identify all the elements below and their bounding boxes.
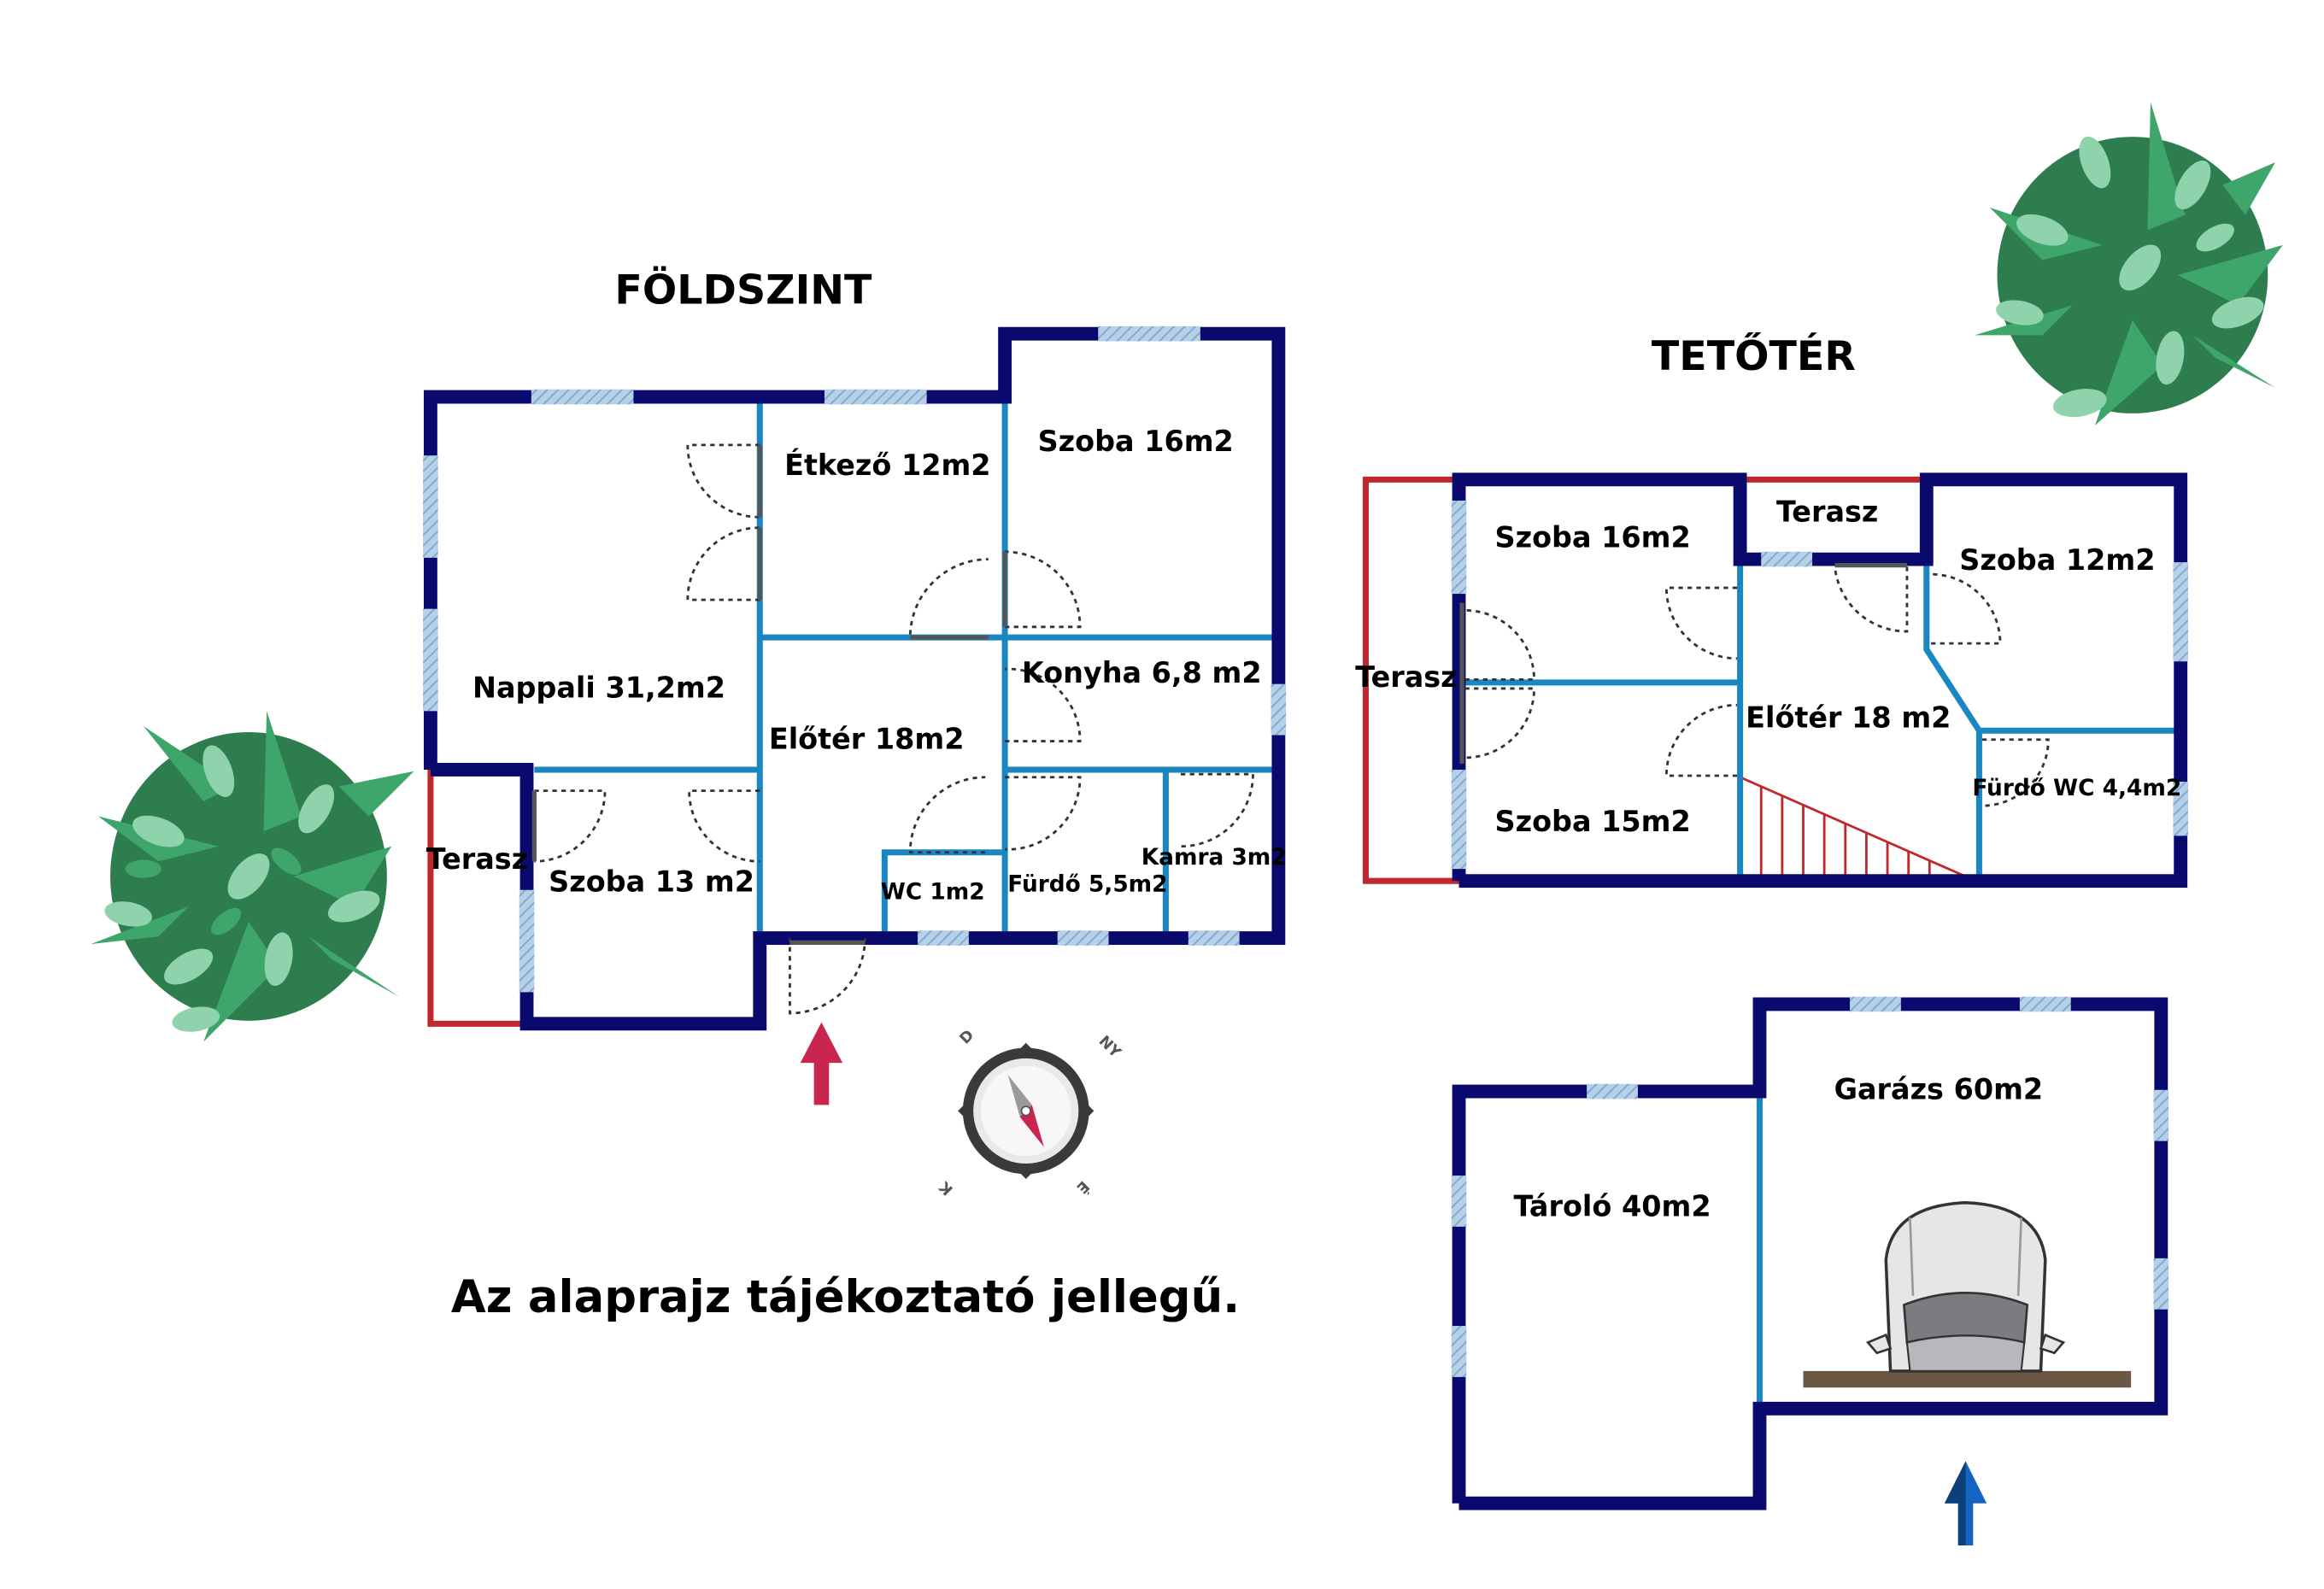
garage-entrance-arrow-icon — [1944, 1461, 1987, 1545]
attic-room-label-furdo-wc: Fürdő WC 4,4m2 — [1972, 776, 2181, 801]
compass-label-d: D — [957, 1027, 977, 1047]
room-label-etkezo: Étkező 12m2 — [784, 448, 990, 482]
ground-inner-walls — [534, 333, 1279, 939]
attic-door-leaves — [1459, 563, 1907, 764]
attic-room-label-szoba-12: Szoba 12m2 — [1959, 543, 2155, 577]
room-label-tarolo: Tároló 40m2 — [1513, 1190, 1711, 1223]
ground-terrace-outline — [427, 769, 527, 1027]
room-label-szoba-13: Szoba 13 m2 — [549, 865, 754, 899]
attic-room-label-szoba-16: Szoba 16m2 — [1495, 521, 1691, 554]
room-label-terasz: Terasz — [426, 842, 528, 876]
entrance-arrow-icon — [800, 1022, 843, 1105]
attic-windows — [1451, 500, 2188, 870]
room-label-eloter: Előtér 18m2 — [769, 722, 965, 755]
attic-inner-walls — [1458, 559, 2181, 882]
plant-icon-left — [91, 711, 414, 1042]
ground-door-leaves — [531, 444, 1007, 945]
room-label-nappali: Nappali 31,2m2 — [472, 671, 725, 704]
attic-doors — [1464, 566, 2050, 807]
room-label-szoba-16: Szoba 16m2 — [1038, 425, 1234, 458]
workbench-icon — [1803, 1370, 2132, 1388]
attic-room-label-szoba-15: Szoba 15m2 — [1495, 805, 1691, 838]
room-label-kamra: Kamra 3m2 — [1141, 845, 1287, 871]
attic-room-label-terasz-top: Terasz — [1776, 495, 1878, 529]
attic-room-label-eloter: Előtér 18 m2 — [1746, 701, 1951, 735]
room-label-konyha: Konyha 6,8 m2 — [1022, 656, 1262, 689]
ground-doors — [534, 443, 1254, 1015]
garage-plan: Garázs 60m2 Tároló 40m2 — [1451, 996, 2169, 1545]
attic-stairs — [1740, 776, 1967, 878]
compass-label-k: K — [936, 1177, 957, 1199]
compass-label-e: É — [1073, 1177, 1094, 1198]
room-label-wc: WC 1m2 — [881, 879, 985, 905]
attic-title: TETŐTÉR — [1652, 331, 1856, 380]
ground-floor-title: FÖLDSZINT — [614, 265, 872, 314]
room-label-garazs: Garázs 60m2 — [1834, 1072, 2044, 1105]
attic-room-label-terasz-left: Terasz — [1355, 660, 1457, 694]
compass-label-ny: NY — [1095, 1033, 1124, 1062]
room-label-furdo: Fürdő 5,5m2 — [1007, 872, 1167, 898]
plant-icon-right — [1975, 102, 2283, 425]
disclaimer-text: Az alaprajz tájékoztató jellegű. — [451, 1271, 1240, 1323]
garage-outer-walls — [1452, 997, 2168, 1510]
compass-icon: D NY K É — [936, 1027, 1124, 1198]
attic-outer-walls — [1452, 472, 2188, 888]
attic-plan: TETŐTÉR Szoba 16m2 Terasz Szoba 12m2 Ter… — [1355, 331, 2188, 888]
car-icon — [1865, 1200, 2066, 1373]
ground-floor-plan: FÖLDSZINT Nappali 31,2m2 Étkező 12m2 Szo… — [423, 265, 1287, 1105]
attic-terrace-outline — [1362, 476, 1926, 884]
garage-windows — [1451, 996, 2169, 1377]
ground-windows — [423, 325, 1287, 993]
